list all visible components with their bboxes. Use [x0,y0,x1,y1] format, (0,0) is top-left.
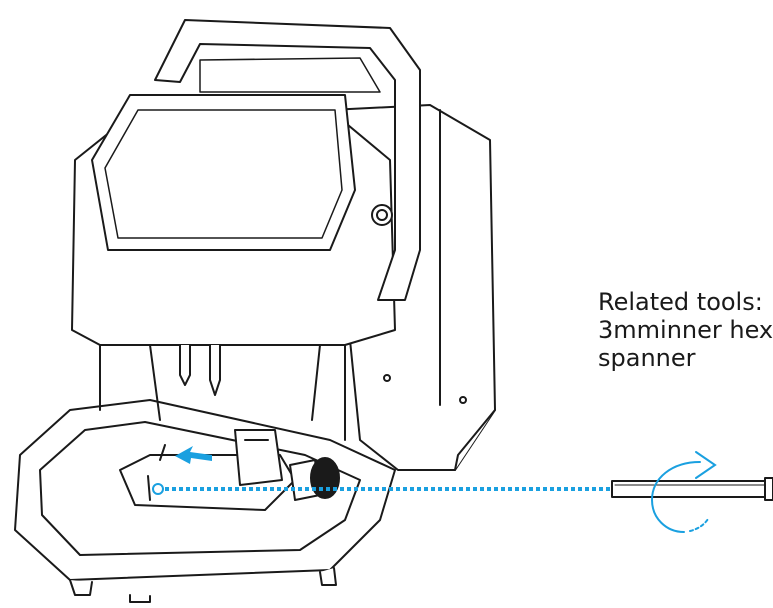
clamp-knob [289,457,340,501]
slide-left-arrow-icon [175,446,212,464]
carry-handle [154,19,421,301]
callout-line-2: 3mminner hex [598,316,773,344]
related-tools-callout: Related tools: 3mminner hex spanner [598,288,773,372]
hex-spanner-tool [611,477,773,501]
bolt-target-marker [152,483,164,495]
cutter-probes [179,344,221,396]
callout-line-1: Related tools: [598,288,763,316]
rotate-clockwise-arrow-icon [650,451,717,533]
callout-line-3: spanner [598,344,696,372]
touch-screen [91,94,404,279]
